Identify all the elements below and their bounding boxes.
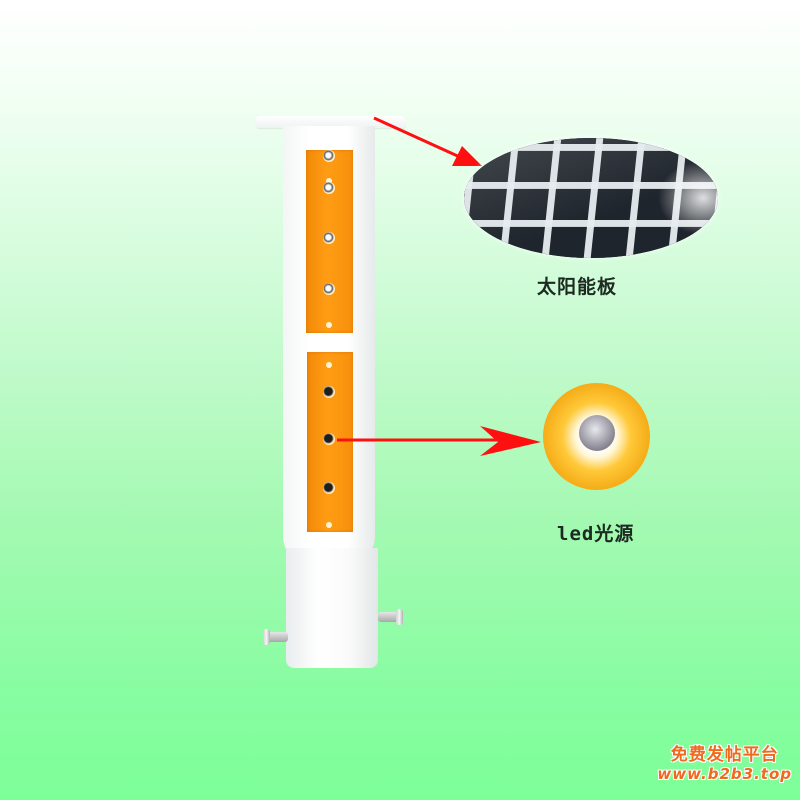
mount-hole [326,178,332,184]
watermark: 免费发帖平台 www.b2b3.top [657,746,792,784]
lower-reflector-strip [307,352,353,532]
watermark-line1: 免费发帖平台 [670,745,779,765]
led-hole [323,182,335,194]
arrow-to-led-source [337,426,541,456]
post-base-sleeve [263,548,403,668]
mount-hole [326,322,332,328]
led-hole [323,386,335,398]
led-source-label: led光源 [557,523,635,545]
upper-reflector-strip [306,150,353,333]
led-hole [323,482,335,494]
post-top-cap [256,116,406,128]
right-bolt-icon [378,609,403,625]
solar-panel-closeup [464,138,718,258]
led-source-closeup [543,383,650,490]
led-hole [323,232,335,244]
mount-hole [326,362,332,368]
left-bolt-icon [263,629,288,645]
solar-panel-label: 太阳能板 [537,276,618,298]
watermark-url: www.b2b3.top [657,765,792,783]
mount-hole [326,522,332,528]
led-hole [323,150,335,162]
led-chip-icon [579,415,615,451]
led-hole [323,433,335,445]
glare [654,158,718,238]
led-hole [323,283,335,295]
